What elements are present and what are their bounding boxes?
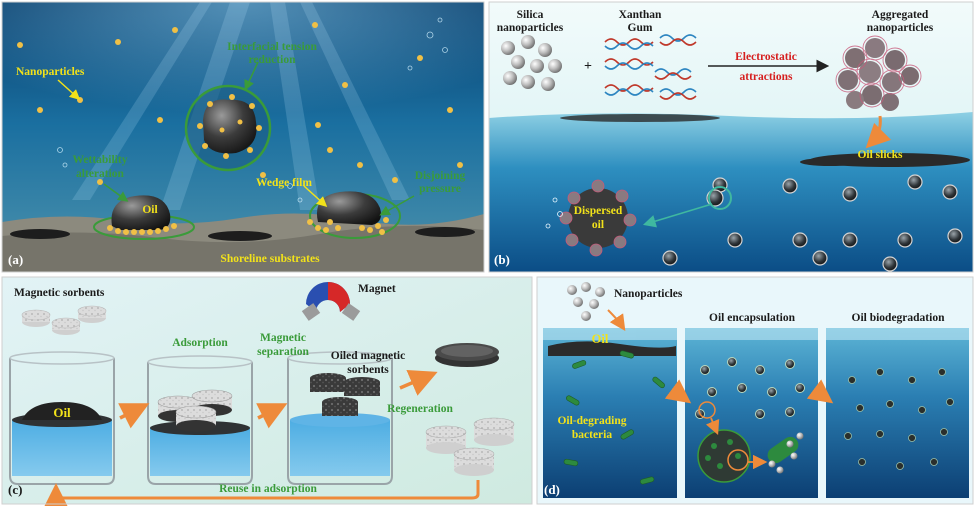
label-silica-1: Silica bbox=[517, 9, 544, 21]
interfacial-nanoparticles bbox=[197, 94, 262, 159]
xanthan-gum-strands bbox=[604, 34, 697, 100]
panel-a-tag: (a) bbox=[8, 252, 23, 267]
panel-d-tag: (d) bbox=[544, 482, 560, 497]
reuse-arrow bbox=[44, 480, 480, 508]
panel-b: Silica nanoparticles + Xanthan Gum Elect… bbox=[489, 2, 973, 272]
wettability-arrow bbox=[103, 183, 129, 202]
substrate-oil-patches bbox=[10, 227, 475, 241]
panel-d: Nanoparticles Oil encapsulation Oil biod… bbox=[537, 277, 973, 504]
label-dispersed-2: oil bbox=[592, 219, 604, 231]
label-adsorption: Adsorption bbox=[172, 337, 228, 349]
droplet-zoom-arrow bbox=[642, 203, 713, 228]
regenerated-pucks bbox=[425, 417, 515, 476]
arrow-d-2 bbox=[806, 379, 834, 404]
label-wettability-2: alteration bbox=[76, 168, 125, 180]
arrow-d-1 bbox=[664, 379, 692, 404]
silica-nanoparticles bbox=[501, 35, 562, 91]
label-electrostatic-1: Electrostatic bbox=[735, 51, 797, 63]
label-magnetic-sorbents: Magnetic sorbents bbox=[14, 287, 105, 299]
label-disjoining-2: pressure bbox=[419, 183, 461, 195]
label-magnetic-1: Magnetic bbox=[260, 332, 306, 344]
arrow-c-1 bbox=[118, 403, 150, 429]
label-oil: Oil bbox=[142, 204, 157, 216]
label-oil-slicks: Oil slicks bbox=[857, 149, 903, 161]
label-aggregated-1: Aggregated bbox=[872, 9, 929, 21]
bacteria-pane-1 bbox=[563, 350, 665, 485]
beaker-3 bbox=[287, 351, 393, 485]
label-silica-2: nanoparticles bbox=[497, 22, 564, 34]
interfacial-arrow bbox=[244, 61, 259, 91]
interfacial-oil-drop bbox=[203, 99, 257, 154]
wedge-arrow bbox=[303, 185, 328, 208]
label-bacteria-1: Oil-degrading bbox=[557, 415, 626, 427]
arrow-c-2 bbox=[256, 403, 288, 429]
wedge-oil-drop bbox=[316, 191, 381, 225]
panel-c: Magnetic sorbents Oil Adsorption Magnet … bbox=[2, 277, 532, 508]
wedge-nanoparticles bbox=[307, 217, 389, 235]
label-plus: + bbox=[584, 59, 592, 74]
arrow-c-3 bbox=[399, 370, 438, 396]
panel-a: Nanoparticles Interfacial tension reduct… bbox=[2, 2, 484, 272]
label-disjoining-1: Disjoining bbox=[415, 170, 466, 182]
label-oiled-2: sorbents bbox=[347, 364, 389, 376]
oil-slicks bbox=[560, 114, 970, 167]
label-xanthan-2: Gum bbox=[628, 22, 653, 34]
label-reuse: Reuse in adsorption bbox=[219, 483, 317, 495]
label-nanoparticles-d: Nanoparticles bbox=[614, 288, 683, 300]
label-separation: separation bbox=[257, 346, 309, 358]
encapsulated-droplets bbox=[662, 174, 963, 272]
label-interfacial-2: reduction bbox=[248, 54, 296, 66]
label-nanoparticles: Nanoparticles bbox=[16, 66, 85, 78]
disjoining-arrow bbox=[379, 195, 415, 216]
nanoparticles-arrow bbox=[57, 79, 81, 101]
panel-b-tag: (b) bbox=[494, 252, 510, 267]
nanoparticle-entry-arrow bbox=[607, 309, 626, 331]
label-substrates: Shoreline substrates bbox=[220, 253, 320, 265]
oil-slick-d bbox=[548, 341, 676, 356]
aggregate-to-slick-arrow bbox=[865, 115, 892, 149]
label-dispersed-1: Dispersed bbox=[574, 205, 623, 217]
label-oil-d: Oil bbox=[592, 332, 609, 346]
label-wedge-film: Wedge film bbox=[256, 177, 312, 189]
panel-c-tag: (c) bbox=[8, 482, 22, 497]
bubbles-b bbox=[545, 197, 563, 229]
label-electrostatic-2: attractions bbox=[739, 71, 793, 83]
aggregated-nanoparticles bbox=[835, 35, 922, 111]
beaker-2 bbox=[147, 355, 253, 485]
sea-surfaces bbox=[543, 328, 969, 340]
label-aggregated-2: nanoparticles bbox=[867, 22, 934, 34]
wettability-oil-drop bbox=[111, 195, 171, 230]
beaker-1 bbox=[9, 351, 115, 485]
label-regeneration: Regeneration bbox=[387, 403, 453, 415]
bubbles bbox=[57, 17, 448, 203]
nanoparticles-cluster-d bbox=[567, 282, 605, 321]
dispersed-oil-drop bbox=[559, 179, 637, 257]
magnet-icon bbox=[301, 282, 361, 321]
label-oiled-1: Oiled magnetic bbox=[331, 350, 405, 362]
label-biodegradation: Oil biodegradation bbox=[852, 312, 946, 324]
label-bacteria-2: bacteria bbox=[572, 429, 612, 441]
label-encapsulation: Oil encapsulation bbox=[709, 312, 796, 324]
nanoparticles-scatter bbox=[17, 22, 463, 185]
label-wettability-1: Wettability bbox=[73, 154, 128, 166]
label-magnet: Magnet bbox=[358, 283, 396, 295]
magnetic-sorbent-pucks bbox=[21, 305, 107, 335]
oil-disc bbox=[435, 343, 499, 367]
degraded-droplets bbox=[844, 368, 954, 470]
label-interfacial-1: Interfacial tension bbox=[227, 41, 317, 53]
label-xanthan-1: Xanthan bbox=[619, 9, 662, 21]
oil-encapsulation-zoom bbox=[697, 401, 804, 483]
label-oil-c: Oil bbox=[53, 405, 71, 420]
wettability-nanoparticles bbox=[107, 223, 177, 235]
